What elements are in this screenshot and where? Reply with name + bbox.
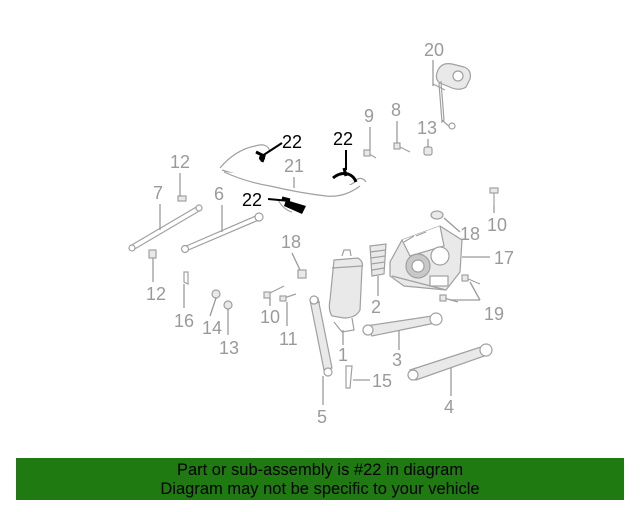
- info-banner: Part or sub-assembly is #22 in diagram D…: [16, 458, 624, 500]
- part-13-nut-lower: [223, 300, 233, 310]
- callout-13-upper: 13: [417, 118, 437, 138]
- callout-10-lower: 10: [260, 307, 280, 327]
- callout-12-lower: 12: [146, 284, 166, 304]
- part-13-nut-upper: [423, 146, 433, 156]
- part-22-clip-center: [332, 167, 358, 183]
- callout-22-lower: 22: [242, 190, 262, 210]
- part-18-bushing-right: [430, 210, 444, 220]
- callout-9: 9: [364, 106, 374, 126]
- callout-15: 15: [372, 371, 392, 391]
- part-8-bolt: [393, 142, 411, 153]
- part-21-harness: [219, 144, 367, 213]
- callout-18-left: 18: [281, 232, 301, 252]
- part-14-nut: [211, 289, 221, 299]
- part-10-bolt-upper: [489, 187, 499, 206]
- part-10-bolt-lower: [263, 285, 285, 299]
- part-1-air-spring: [328, 249, 364, 333]
- callout-8: 8: [391, 100, 401, 120]
- callout-11: 11: [279, 329, 298, 349]
- part-20-height-sensor: [432, 63, 471, 130]
- callout-1: 1: [338, 345, 348, 365]
- callout-12-upper: 12: [170, 152, 190, 172]
- callout-16: 16: [174, 311, 194, 331]
- callout-22-center: 22: [333, 129, 353, 149]
- callout-13-lower: 13: [219, 338, 239, 358]
- part-16-clip: [183, 271, 189, 285]
- leader-18-right: [443, 217, 461, 233]
- callout-20: 20: [424, 40, 444, 60]
- part-17-compressor: [389, 225, 463, 291]
- leader-14: [209, 297, 217, 317]
- part-22-clip-lower: [281, 196, 306, 214]
- part-7-link: [128, 204, 203, 252]
- leader-22-lower: [267, 198, 291, 202]
- callout-3: 3: [392, 350, 402, 370]
- part-9-bolt: [363, 149, 377, 159]
- callout-5: 5: [317, 407, 327, 427]
- part-18-bushing-left: [297, 269, 307, 279]
- callout-2: 2: [371, 297, 381, 317]
- banner-line-2: Diagram may not be specific to your vehi…: [160, 480, 480, 498]
- callout-18-right: 18: [460, 224, 480, 244]
- part-5-shock-absorber: [309, 295, 333, 377]
- callout-6: 6: [214, 184, 224, 204]
- callout-19: 19: [484, 304, 504, 324]
- part-6-rod: [180, 212, 264, 254]
- part-3-control-arm: [362, 312, 443, 337]
- part-2-bellows: [369, 243, 387, 277]
- leader-22-upper: [261, 142, 283, 157]
- part-12-bracket-upper: [177, 195, 187, 202]
- banner-line-1: Part or sub-assembly is #22 in diagram: [176, 461, 464, 479]
- callout-14: 14: [202, 318, 222, 338]
- part-4-lower-arm: [407, 343, 493, 381]
- part-11-bolt: [279, 293, 297, 302]
- callout-10-upper: 10: [487, 215, 507, 235]
- callout-4: 4: [444, 397, 454, 417]
- leader-19a: [469, 281, 481, 301]
- callout-7: 7: [153, 183, 163, 203]
- parts-diagram: 20 9 8 13 21 22 22 22: [128, 40, 514, 427]
- part-12-bracket-lower: [148, 249, 157, 259]
- part-15-bracket: [345, 365, 353, 389]
- callout-22-upper: 22: [282, 132, 302, 152]
- callout-17: 17: [494, 248, 514, 268]
- part-22-clip-upper-left: [255, 150, 266, 163]
- leader-18-left: [291, 252, 301, 271]
- callout-21: 21: [284, 156, 304, 176]
